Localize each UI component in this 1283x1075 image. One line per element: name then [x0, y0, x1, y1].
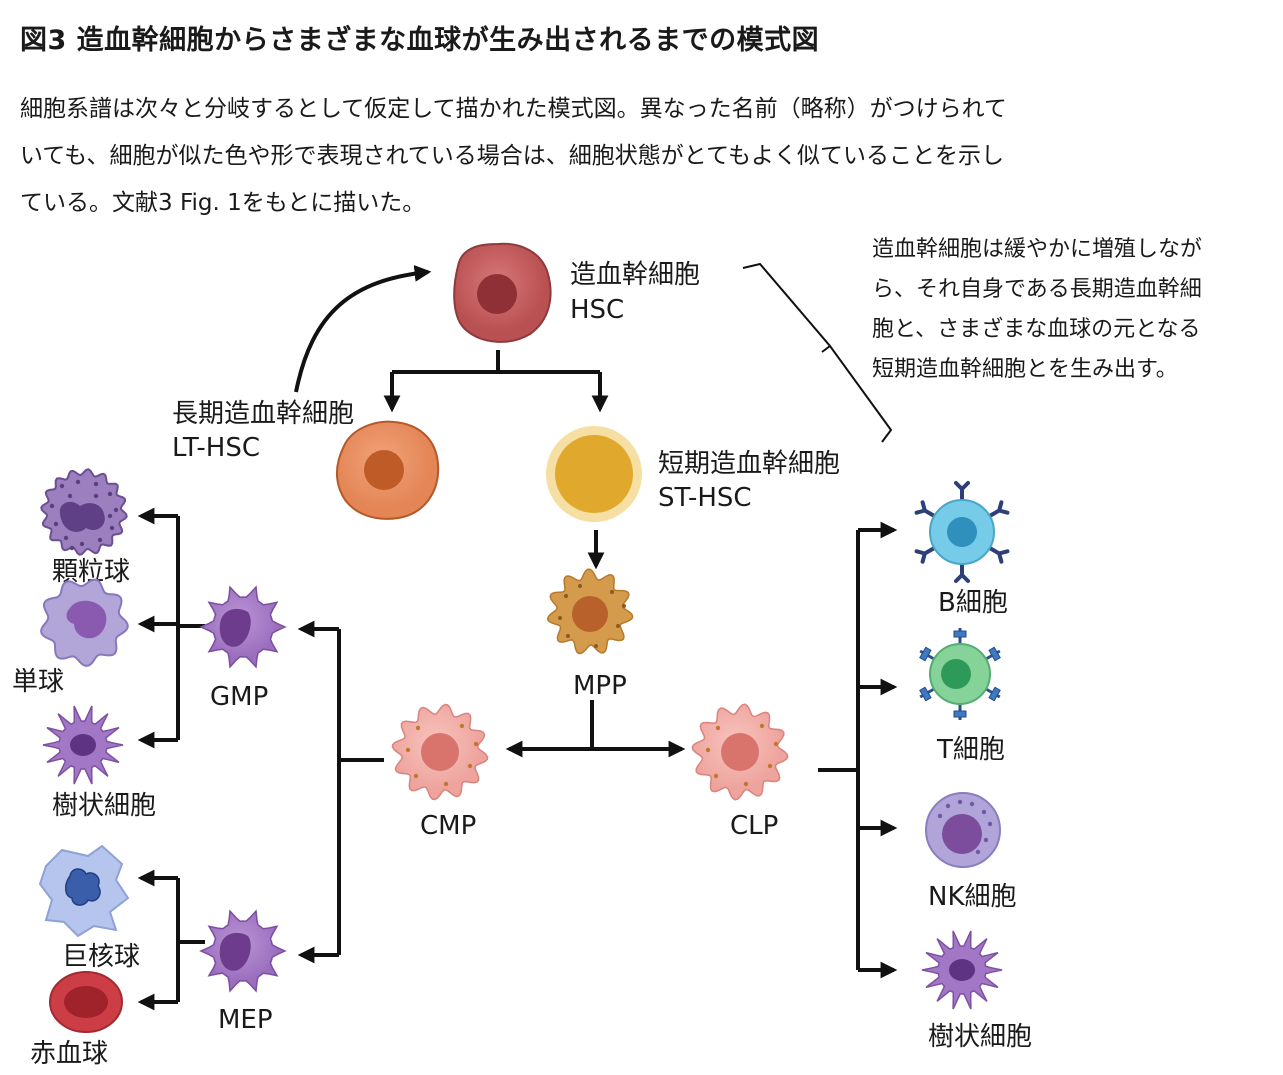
st-hsc-cell [546, 426, 642, 522]
monocyte-label: 単球 [12, 667, 64, 697]
mep-cell [199, 909, 287, 993]
clp-label: CLP [730, 811, 778, 841]
gmp-cell [199, 585, 287, 669]
gmp-label: GMP [210, 682, 268, 712]
erythrocyte-cell [49, 971, 123, 1033]
lt-hsc-name-label: 長期造血幹細胞 [172, 399, 354, 429]
megakaryocyte-label: 巨核球 [62, 942, 140, 972]
st-hsc-name-label: 短期造血幹細胞 [658, 449, 840, 479]
caption-line: いても、細胞が似た色や形で表現されている場合は、細胞状態がとてもよく似ていること… [20, 143, 1004, 169]
dendritic-myeloid-label: 樹状細胞 [52, 791, 156, 821]
dendritic-myeloid-cell [42, 705, 124, 785]
annotation-brace [742, 262, 893, 443]
t-cell [919, 628, 1001, 720]
hsc-abbr-label: HSC [570, 295, 624, 325]
t-cell-label: T細胞 [936, 735, 1005, 765]
b-cell [914, 481, 1010, 583]
megakaryocyte-cell [38, 844, 130, 938]
nk-cell [925, 792, 1001, 868]
monocyte-cell [40, 578, 129, 667]
lt-hsc-cell [336, 420, 440, 520]
erythrocyte-label: 赤血球 [30, 1039, 108, 1069]
nk-cell-label: NK細胞 [928, 882, 1017, 912]
clp-cell [691, 703, 789, 801]
figure-caption: 細胞系譜は次々と分岐するとして仮定して描かれた模式図。異なった名前（略称）がつけ… [20, 86, 1240, 227]
b-cell-label: B細胞 [938, 588, 1008, 618]
mpp-cell [546, 568, 634, 655]
hsc-cell [453, 242, 552, 343]
dendritic-lymphoid-cell [921, 930, 1003, 1010]
note-line: 造血幹細胞は緩やかに増殖しなが [872, 237, 1202, 262]
lt-hsc-abbr-label: LT-HSC [172, 433, 260, 463]
hsc-name-label: 造血幹細胞 [570, 260, 700, 290]
granulocyte-cell [40, 468, 128, 556]
figure-title: 図3 造血幹細胞からさまざまな血球が生み出されるまでの模式図 [20, 25, 820, 56]
dendritic-lymphoid-label: 樹状細胞 [928, 1022, 1032, 1052]
note-line: 短期造血幹細胞とを生み出す。 [872, 357, 1178, 382]
note-line: 胞と、さまざまな血球の元となる [872, 316, 1200, 342]
note-line: ら、それ自身である長期造血幹細 [872, 277, 1202, 302]
caption-line: 細胞系譜は次々と分岐するとして仮定して描かれた模式図。異なった名前（略称）がつけ… [20, 96, 1007, 122]
mep-label: MEP [218, 1005, 273, 1035]
caption-line: ている。文献3 Fig. 1をもとに描いた。 [20, 190, 426, 216]
annotation-note: 造血幹細胞は緩やかに増殖しなが ら、それ自身である長期造血幹細 胞と、さまざまな… [872, 237, 1202, 382]
lineage-connectors [137, 265, 898, 1011]
mpp-label: MPP [573, 671, 627, 701]
cmp-label: CMP [420, 811, 476, 841]
st-hsc-abbr-label: ST-HSC [658, 483, 752, 513]
cmp-cell [391, 703, 489, 801]
